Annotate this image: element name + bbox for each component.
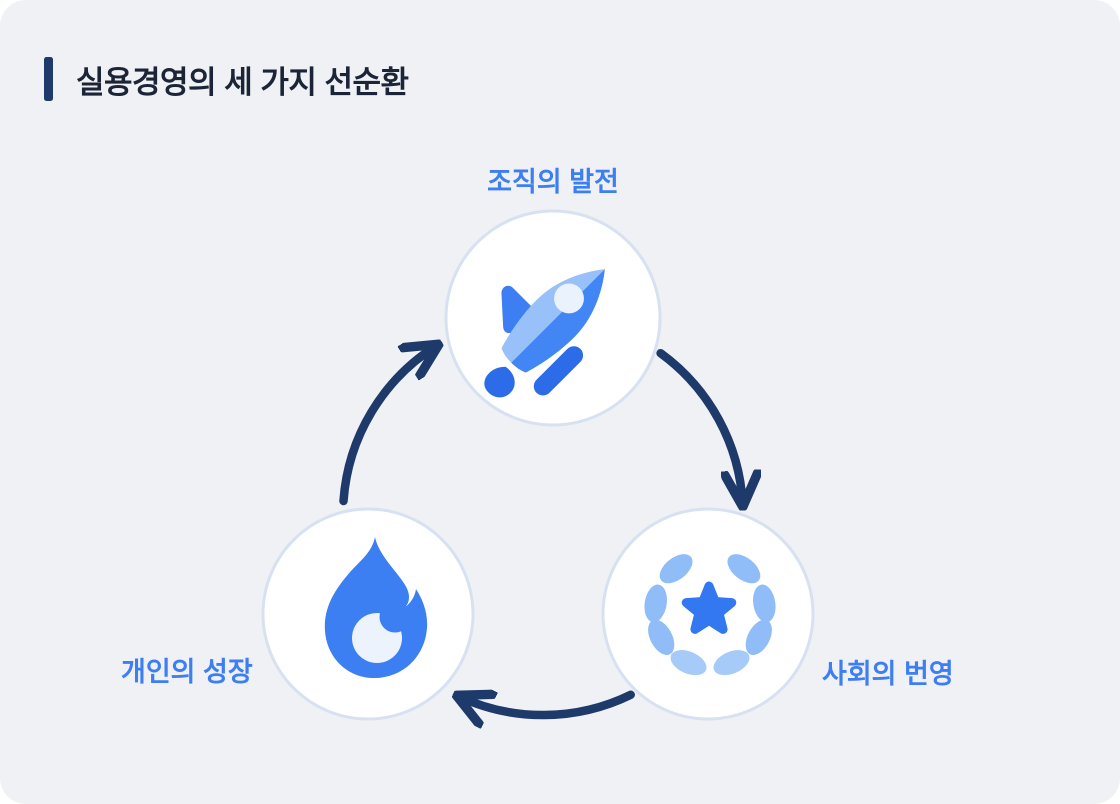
- page-title: 실용경영의 세 가지 선순환: [76, 64, 409, 100]
- node-label-society: 사회의 번영: [822, 659, 954, 689]
- rocket-fin: [501, 285, 533, 334]
- arrow-society-to-individual: [459, 695, 635, 715]
- star-shape: [681, 581, 737, 634]
- title-accent-bar: [44, 57, 53, 101]
- rocket-window: [554, 283, 584, 314]
- flame-icon: [324, 537, 428, 679]
- arrow-individual-to-organization: [339, 345, 438, 506]
- flame-core-bite: [379, 601, 411, 633]
- flame-body: [324, 537, 428, 679]
- node-label-individual: 개인의 성장: [121, 657, 253, 687]
- title-block: 실용경영의 세 가지 선순환: [44, 56, 409, 102]
- rocket-tail-bar: [533, 346, 584, 396]
- rocket-icon: [484, 269, 605, 398]
- arrow-organization-to-society: [656, 348, 743, 504]
- laurel-star-icon: [644, 554, 776, 676]
- node-label-organization: 조직의 발전: [487, 167, 619, 197]
- rocket-exhaust-drop: [484, 366, 515, 398]
- laurel-wreath: [644, 554, 776, 676]
